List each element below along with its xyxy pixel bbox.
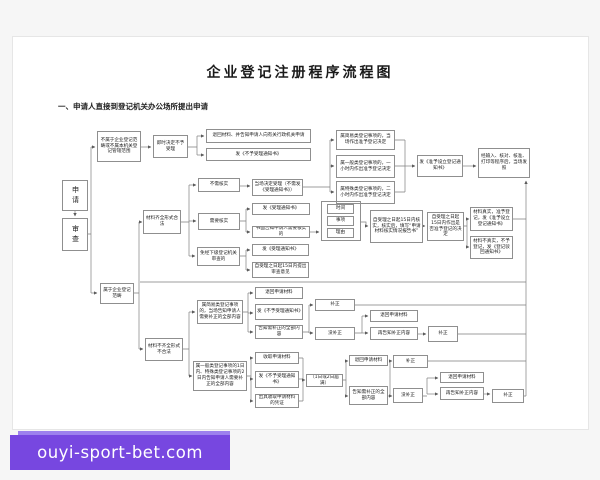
flow-node-return-material-1: 退回材料、并告知申请人向有关行政机关申请 xyxy=(206,129,311,143)
flow-node-general-fix: 属一般类登记事项的1日内、特殊类登记事项的2日内告知申请人需要补正的全部内容 xyxy=(193,361,247,391)
flow-node-verify-15d: 自受理之日起15日内核实，核实后，填写“申请材料核实情况报告书” xyxy=(370,210,423,243)
flow-node-not-scope: 不属于企业登记范畴或不属本机关登记管辖范围 xyxy=(97,131,141,162)
flow-node-reject-notice-3: 发《不予受理通知书》 xyxy=(255,371,299,388)
flow-node-accept-notice-1: 发《受理通知书》 xyxy=(252,203,310,215)
flow-node-review: 审查 xyxy=(62,218,88,251)
flow-node-decide-15d: 自受理之日起15日内作出是否准予登记的决定 xyxy=(427,212,464,241)
flow-node-inform-fix-2: 告知需补正的全部内容 xyxy=(349,386,388,405)
flow-node-simple-grant: 属简易类登记事项的，当场作出准予登记决定 xyxy=(336,130,395,150)
flow-node-return-material-5: 退回申请材料 xyxy=(440,372,484,383)
flow-node-apply: 申请 xyxy=(62,180,88,211)
watermark-banner[interactable]: ouyi-sport-bet.com xyxy=(10,435,230,470)
flow-node-reinform-fix-1: 再告知补正内容 xyxy=(370,327,418,340)
flow-node-material-incomplete: 材料不齐全形式不合法 xyxy=(145,338,183,361)
flow-node-no-fix-1: 没补正 xyxy=(315,327,355,340)
flow-node-fix-2: 补正 xyxy=(428,326,458,342)
flow-node-verify-matter: 事项 xyxy=(327,216,354,226)
flow-node-in-scope: 属于企业登记范畴 xyxy=(100,283,134,304)
flow-node-exempt-review: 免经下级登记机关审查的 xyxy=(197,247,240,266)
flow-node-no-fix-2: 没补正 xyxy=(393,388,423,403)
section-heading: 一、申请人直接到登记机关办公场所提出申请 xyxy=(58,102,208,111)
flow-node-fix-3: 补正 xyxy=(393,355,428,368)
flow-node-return-material-2: 退回申请材料 xyxy=(255,287,303,299)
flow-node-return-material-4: 退回申请材料 xyxy=(349,355,388,366)
flow-node-verify-time: 时间 xyxy=(327,204,354,214)
flow-node-due-1or2: （1日或2日届满） xyxy=(306,374,343,387)
flow-node-voucher: 出具收取申请材料的凭证 xyxy=(255,394,299,408)
flow-node-general-grant: 属一般类登记事项的，一小时内作出准予登记决定 xyxy=(336,155,395,178)
flow-node-material-complete: 材料齐全形式合法 xyxy=(143,210,181,234)
flow-node-reject-notice-2: 发《不予受理通知书》 xyxy=(255,304,303,320)
flow-node-written-inform: 书面告知申请人需要核实的 xyxy=(252,226,310,238)
banner-domain-text: ouyi-sport-bet.com xyxy=(37,443,203,462)
flow-node-immediate-reject: 即时决定不予受理 xyxy=(153,135,188,158)
flow-node-fix-4: 补正 xyxy=(492,389,524,403)
flow-node-fix-1: 补正 xyxy=(315,299,355,311)
flow-node-need-verify: 需要核实 xyxy=(198,213,240,230)
flow-node-review-opinion: 自受理之日起15日内提出审查意见 xyxy=(252,262,309,278)
flow-node-no-verify: 不需核实 xyxy=(198,178,240,192)
flow-node-verify-reason: 理由 xyxy=(327,228,354,238)
flow-node-issue-license: 经输入、核对、核准、打印等程序后，当场发照 xyxy=(478,148,530,178)
flow-node-collect-material: 收取申请材料 xyxy=(255,352,299,364)
flow-node-grant-notice: 发《准予设立登记通知书》 xyxy=(417,155,463,177)
flow-node-reinform-fix-2: 再告知补正内容 xyxy=(440,387,484,400)
page-title: 企业登记注册程序流程图 xyxy=(206,65,394,81)
flow-node-accept-notice-2: 发《受理通知书》 xyxy=(252,244,309,256)
flow-node-accept-onspot: 当场决定受理（不需发《受理通知书》） xyxy=(252,179,303,196)
flow-node-return-material-3: 退回申请材料 xyxy=(370,310,418,322)
flow-node-material-true: 材料真实，准予登记，发《准予设立登记通知书》 xyxy=(470,207,513,231)
flow-node-simple-fix: 属简易类登记事项的，当场告知申请人需要补正的全部内容 xyxy=(197,300,243,324)
flow-node-material-false: 材料不真实，不予登记，发《登记驳回通知书》 xyxy=(470,236,513,259)
flow-node-reject-notice-1: 发《不予受理通知书》 xyxy=(206,148,311,161)
flow-node-inform-fix-1: 告知需补正的全部内容 xyxy=(255,325,303,339)
